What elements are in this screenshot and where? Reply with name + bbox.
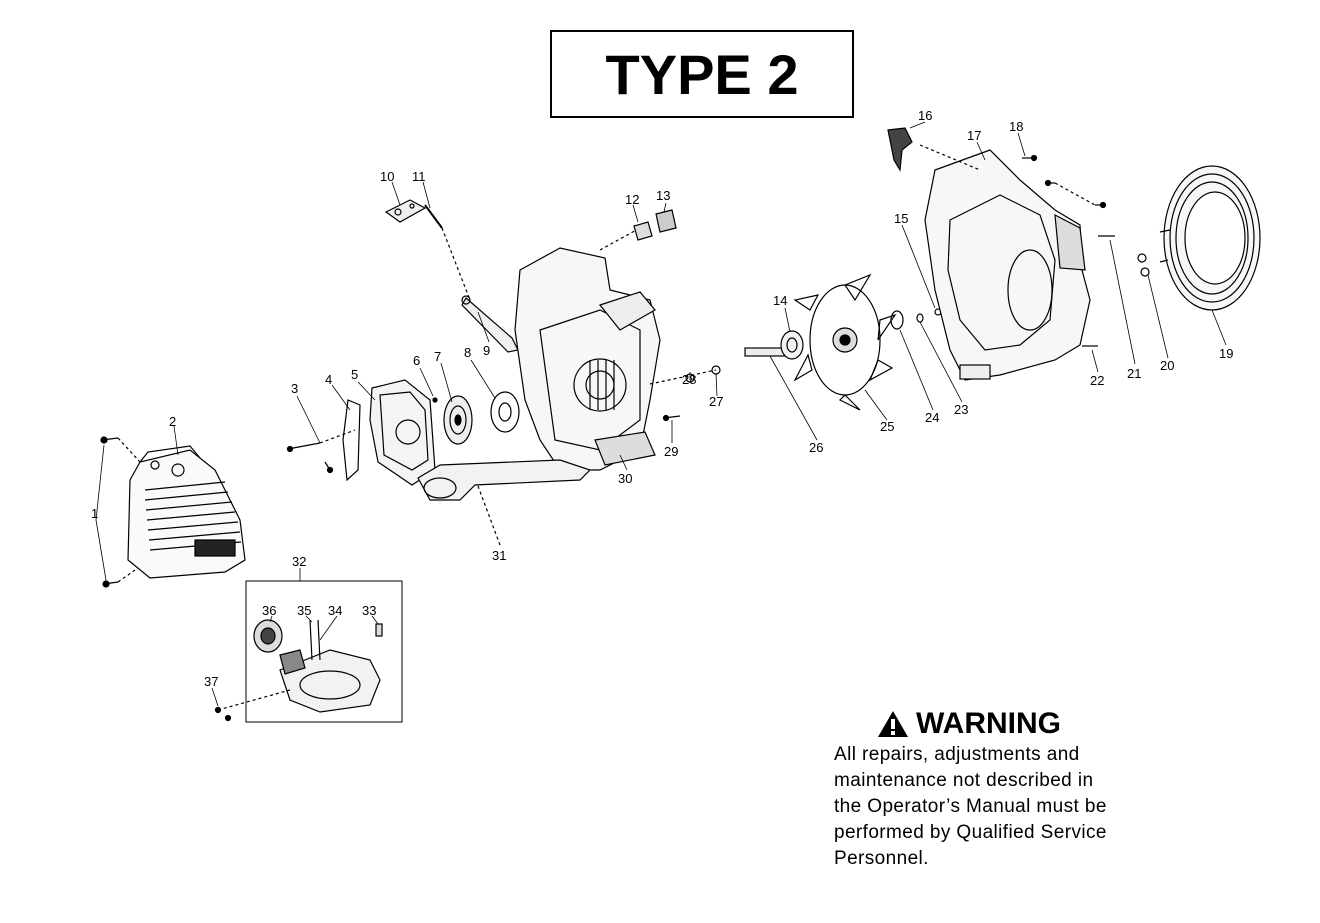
warning-line-5: Personnel. xyxy=(834,848,929,869)
part-washer-8 xyxy=(490,391,520,433)
part-screw-3 xyxy=(286,429,356,474)
callout-1: 1 xyxy=(91,506,98,521)
callout-6: 6 xyxy=(413,353,420,368)
part-nut-23 xyxy=(916,313,924,323)
callout-28: 28 xyxy=(682,372,696,387)
part-engine-cover xyxy=(127,445,246,579)
carb-cover-group-box xyxy=(245,580,403,723)
callout-34: 34 xyxy=(328,603,342,618)
callout-21: 21 xyxy=(1127,366,1141,381)
part-shaft xyxy=(744,330,804,360)
callout-labels: 1 2 3 4 5 6 7 8 9 10 11 12 13 14 15 16 1… xyxy=(91,108,1233,689)
part-nuts-20 xyxy=(1137,253,1150,277)
warning-notice: WARNING All repairs, adjustments and mai… xyxy=(834,706,1254,872)
callout-leaders xyxy=(95,121,1227,707)
warning-line-2: maintenance not described in xyxy=(834,770,1094,791)
part-clip-12 xyxy=(633,221,653,241)
part-screws-18 xyxy=(1022,154,1107,209)
part-carb-cover xyxy=(214,619,383,722)
warning-triangle-icon xyxy=(878,711,908,737)
callout-4: 4 xyxy=(325,372,332,387)
part-crankcase xyxy=(514,227,661,471)
warning-line-1: All repairs, adjustments and xyxy=(834,744,1080,765)
callout-24: 24 xyxy=(925,410,939,425)
part-handle xyxy=(417,459,592,546)
part-washer-24 xyxy=(890,310,904,330)
part-starter-housing xyxy=(369,379,436,486)
callout-8: 8 xyxy=(464,345,471,360)
callout-15: 15 xyxy=(894,211,908,226)
part-cover-screws xyxy=(100,436,141,588)
warning-header: WARNING xyxy=(876,706,1254,742)
callout-26: 26 xyxy=(809,440,823,455)
callout-19: 19 xyxy=(1219,346,1233,361)
part-gasket xyxy=(342,399,361,482)
callout-16: 16 xyxy=(918,108,932,123)
part-pin xyxy=(432,397,438,403)
callout-5: 5 xyxy=(351,367,358,382)
callout-32: 32 xyxy=(292,554,306,569)
warning-heading: WARNING xyxy=(916,707,1061,740)
callout-30: 30 xyxy=(618,471,632,486)
callout-36: 36 xyxy=(262,603,276,618)
part-impeller xyxy=(793,273,897,411)
callout-17: 17 xyxy=(967,128,981,143)
callout-13: 13 xyxy=(656,188,670,203)
callout-27: 27 xyxy=(709,394,723,409)
callout-22: 22 xyxy=(1090,373,1104,388)
callout-33: 33 xyxy=(362,603,376,618)
part-blower-housing xyxy=(919,144,1091,381)
warning-body: All repairs, adjustments and maintenance… xyxy=(834,742,1254,872)
part-pulley xyxy=(443,395,473,445)
callout-31: 31 xyxy=(492,548,506,563)
warning-line-3: the Operator’s Manual must be xyxy=(834,796,1107,817)
callout-12: 12 xyxy=(625,192,639,207)
part-wire-11 xyxy=(424,204,471,301)
part-clip-16 xyxy=(887,127,913,172)
callout-29: 29 xyxy=(664,444,678,459)
part-bracket-10 xyxy=(384,199,427,223)
callout-37: 37 xyxy=(204,674,218,689)
part-inlet-guard xyxy=(1159,165,1261,311)
callout-14: 14 xyxy=(773,293,787,308)
callout-25: 25 xyxy=(880,419,894,434)
callout-35: 35 xyxy=(297,603,311,618)
part-clip-13 xyxy=(655,209,677,233)
part-fasteners-27-29 xyxy=(649,365,721,422)
callout-11: 11 xyxy=(412,169,426,184)
callout-2: 2 xyxy=(169,414,176,429)
warning-line-4: performed by Qualified Service xyxy=(834,822,1107,843)
diagram-title: TYPE 2 xyxy=(550,30,854,118)
callout-20: 20 xyxy=(1160,358,1174,373)
part-throttle-rod xyxy=(461,295,519,353)
callout-7: 7 xyxy=(434,349,441,364)
callout-3: 3 xyxy=(291,381,298,396)
callout-9: 9 xyxy=(483,343,490,358)
callout-10: 10 xyxy=(380,169,394,184)
callout-18: 18 xyxy=(1009,119,1023,134)
callout-23: 23 xyxy=(954,402,968,417)
